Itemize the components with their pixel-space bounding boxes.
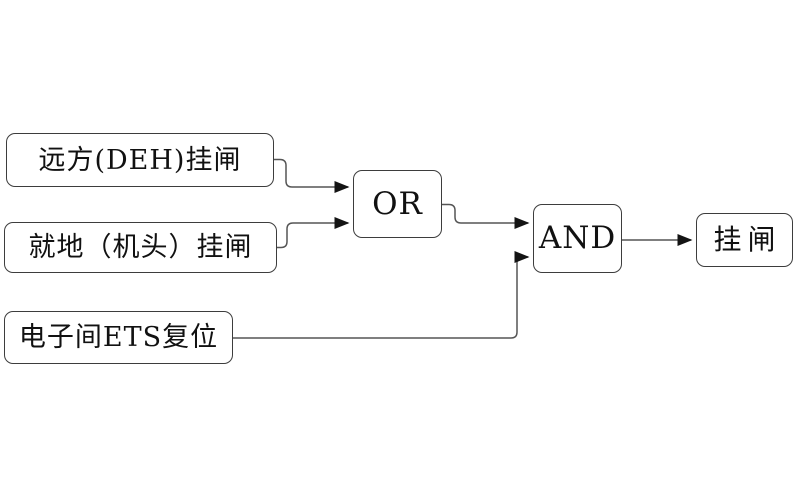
connector-remote-to-or bbox=[274, 158, 350, 193]
node-output-latch: 挂闸 bbox=[696, 213, 793, 267]
connector-local-to-or bbox=[277, 217, 350, 249]
node-or-gate: OR bbox=[353, 170, 442, 238]
connector-or-to-and bbox=[442, 203, 530, 229]
node-input-ets-reset: 电子间ETS复位 bbox=[4, 311, 233, 364]
node-label: 电子间ETS复位 bbox=[18, 322, 219, 353]
node-and-gate: AND bbox=[533, 204, 622, 273]
node-label: AND bbox=[538, 220, 617, 256]
node-label: 就地（机头）挂闸 bbox=[28, 232, 253, 263]
node-label: 挂闸 bbox=[713, 223, 782, 256]
connector-ets-reset-to-and bbox=[233, 251, 530, 339]
node-label: 远方(DEH)挂闸 bbox=[38, 144, 242, 176]
node-label: OR bbox=[372, 185, 423, 222]
node-input-local-latch: 就地（机头）挂闸 bbox=[4, 222, 277, 273]
node-input-remote-deh-latch: 远方(DEH)挂闸 bbox=[6, 133, 274, 187]
